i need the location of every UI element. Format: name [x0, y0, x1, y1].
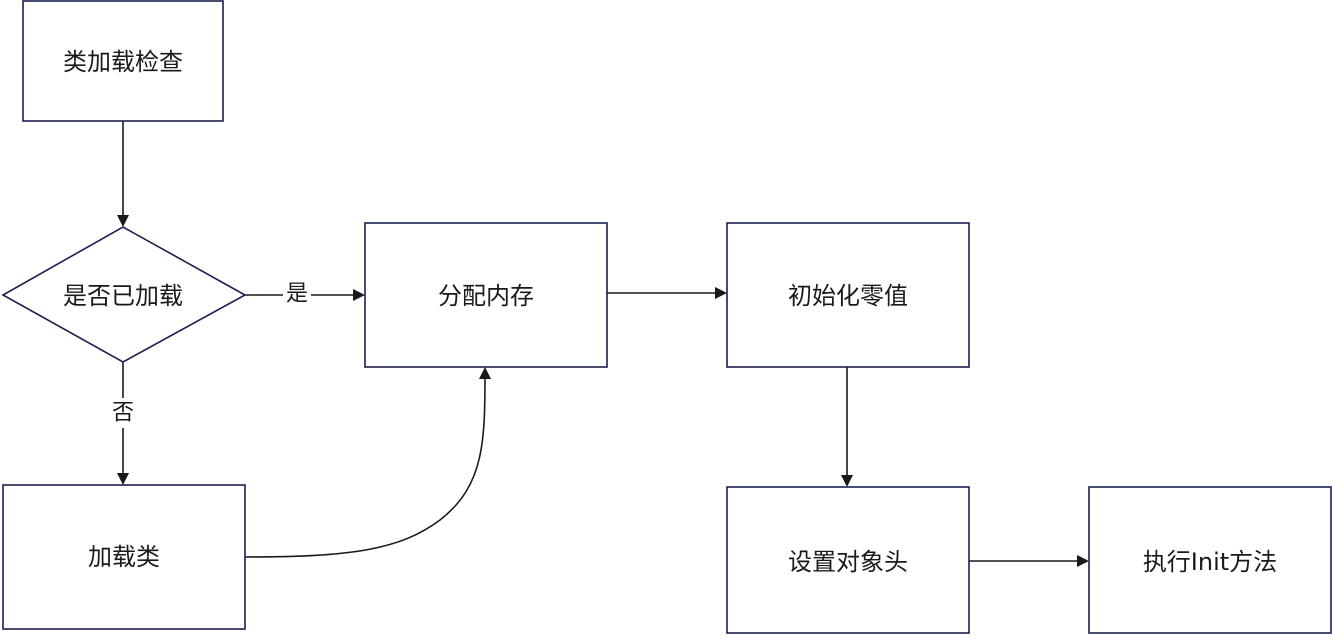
node-is-loaded-decision: 是否已加载	[1, 226, 247, 363]
node-label: 执行Init方法	[1143, 548, 1277, 576]
node-init-zero: 初始化零值	[726, 222, 970, 368]
node-label: 分配内存	[438, 282, 534, 310]
node-set-header: 设置对象头	[726, 486, 970, 634]
edge-load-to-allocate	[244, 367, 491, 558]
node-label: 是否已加载	[63, 282, 183, 310]
node-exec-init: 执行Init方法	[1088, 486, 1332, 634]
node-label: 加载类	[88, 543, 160, 571]
node-class-load-check: 类加载检查	[22, 0, 224, 122]
node-load-class: 加载类	[2, 484, 246, 630]
node-allocate-memory: 分配内存	[364, 222, 608, 368]
edge-label-yes: 是	[286, 282, 308, 307]
edge-label-no: 否	[112, 401, 134, 426]
node-label: 设置对象头	[788, 548, 908, 576]
node-label: 类加载检查	[63, 48, 183, 76]
node-label: 初始化零值	[788, 282, 908, 310]
